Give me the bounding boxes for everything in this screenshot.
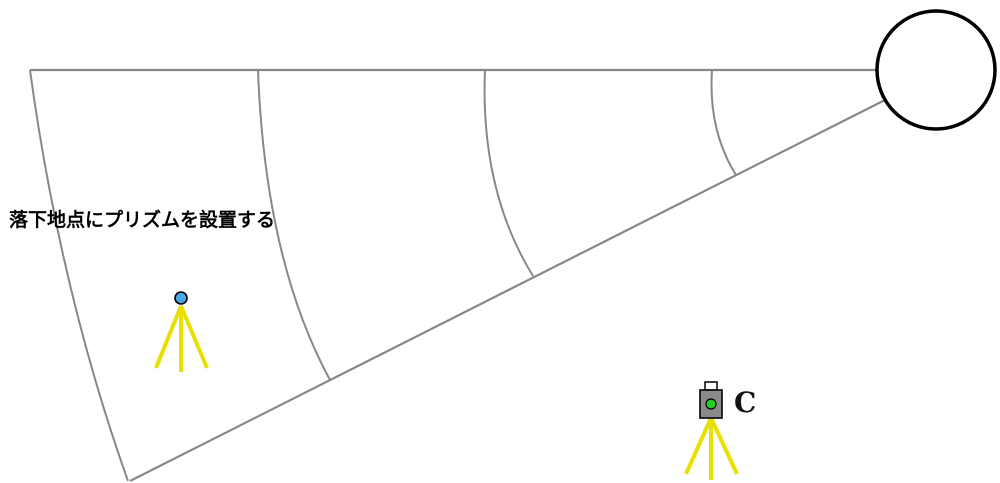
distance-arc-3 bbox=[257, 69, 331, 381]
instrument-lens-icon bbox=[705, 398, 717, 410]
distance-arc-1 bbox=[710, 69, 737, 176]
prism-icon bbox=[174, 291, 188, 305]
prism-on-tripod-icon bbox=[154, 291, 209, 372]
distance-arc-2 bbox=[483, 69, 534, 277]
throwing-circle bbox=[875, 9, 997, 131]
instrument-label: C bbox=[734, 386, 757, 419]
sector-bottom-line bbox=[129, 99, 886, 482]
total-station-icon bbox=[684, 381, 739, 480]
distance-arc-4 bbox=[29, 69, 129, 482]
prism-instruction-label: 落下地点にプリズムを設置する bbox=[9, 209, 276, 231]
